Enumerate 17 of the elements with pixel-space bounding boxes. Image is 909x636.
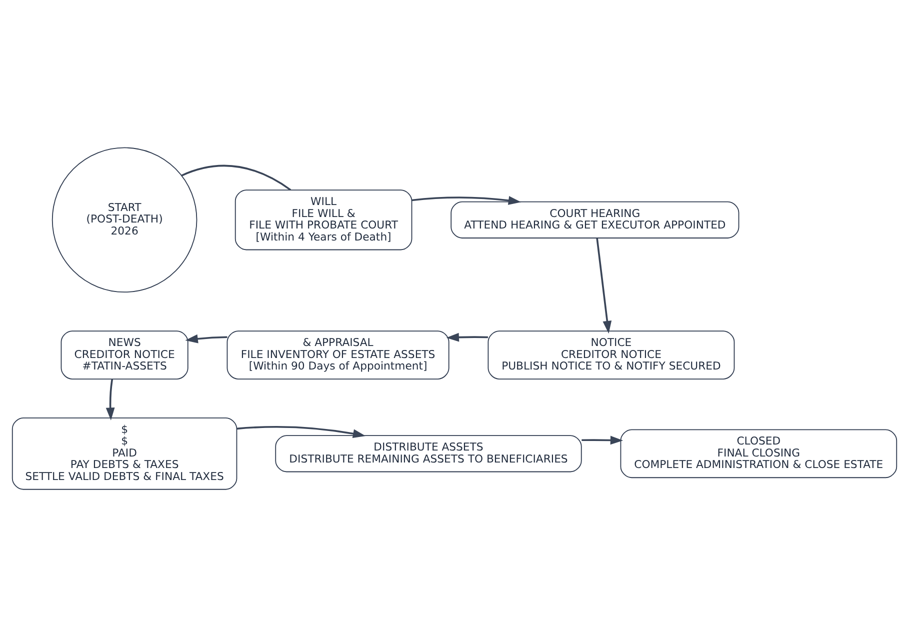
node-box: COURT HEARING ATTEND HEARING & GET EXECUTOR APPOINTED bbox=[450, 200, 740, 238]
arrow bbox=[106, 378, 115, 420]
node-box: DISTRIBUTE ASSETS DISTRIBUTE REMAINING ASSETS TO BENEFICIARIES bbox=[275, 434, 582, 472]
node-box: & APPRAISAL FILE INVENTORY OF ESTATE ASSETS [Within 90 Days of Appointment] bbox=[226, 330, 450, 379]
node-box: NOTICE CREDITOR NOTICE PUBLISH NOTICE TO & NOTIFY SECURED bbox=[488, 330, 735, 379]
arrow bbox=[236, 425, 366, 438]
arrow bbox=[446, 332, 488, 342]
arrow bbox=[582, 435, 624, 444]
connector bbox=[181, 164, 292, 190]
node-circle: START (POST-DEATH) 2026 bbox=[52, 146, 198, 292]
node-box: NEWS CREDITOR NOTICE #TATIN-ASSETS bbox=[60, 330, 188, 379]
arrow bbox=[412, 196, 522, 204]
node-box: WILL FILE WILL & FILE WITH PROBATE COURT [Within 4 Years of Death] bbox=[234, 189, 412, 250]
arrow bbox=[185, 334, 228, 343]
arrow bbox=[596, 238, 612, 334]
node-box: $ $ PAID PAY DEBTS & TAXES SETTLE VALID DEBTS & FINAL TAXES bbox=[12, 416, 238, 490]
node-box: CLOSED FINAL CLOSING COMPLETE ADMINISTRATION & CLOSE ESTATE bbox=[620, 428, 898, 478]
